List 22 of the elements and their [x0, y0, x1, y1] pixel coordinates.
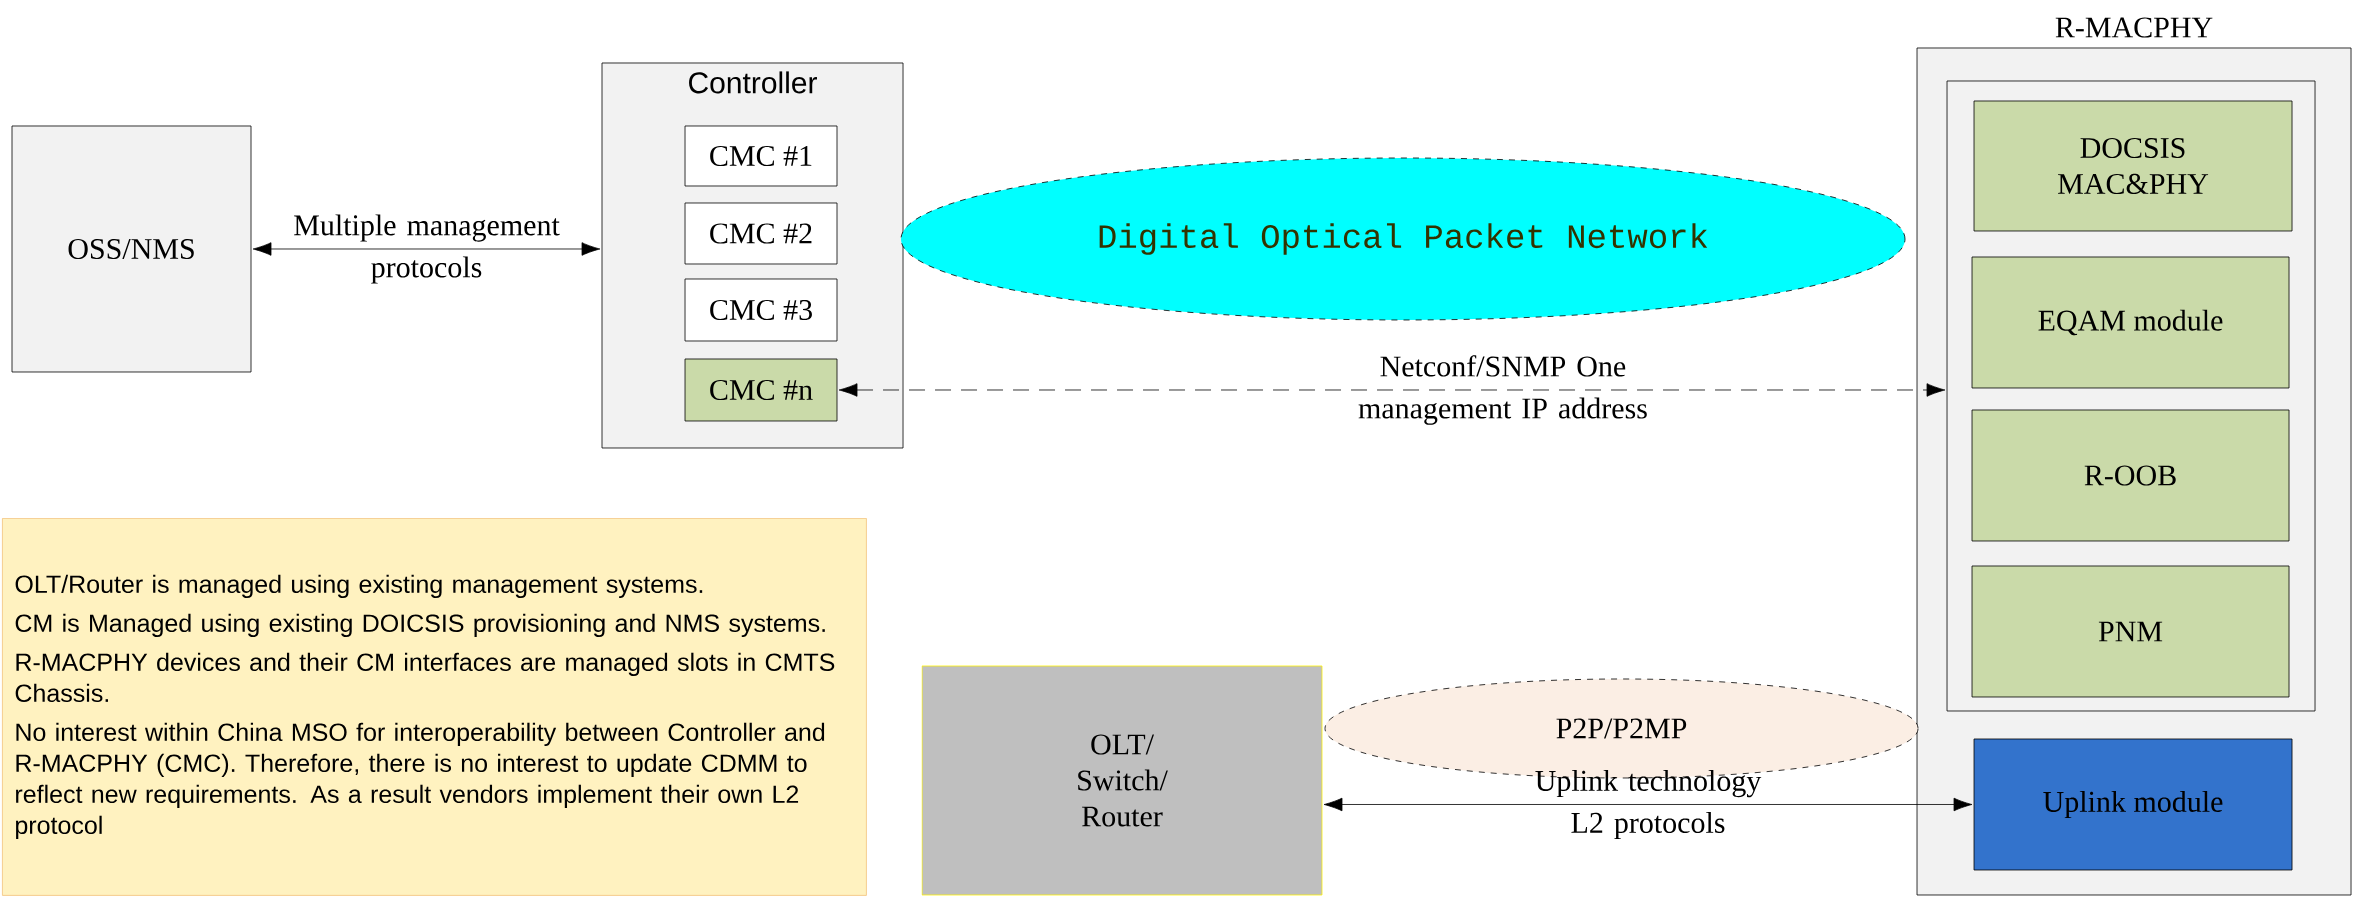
node-label: R-MACPHY	[2055, 17, 2213, 38]
arrow	[252, 242, 601, 256]
module-box: CMC #2	[684, 202, 838, 265]
module-box: CMC #1	[684, 125, 838, 187]
module-box: DOCSIS MAC&PHY	[1973, 100, 2293, 232]
note-text: CM is Managed using existing DOICSIS provisioning and NMS systems.	[15, 613, 825, 638]
note-text: No interest within China MSO for interoperability between Controller and R-MACPHY (CMC). Therefore, there is no interest to update CDMM to reflect new requirements. As a result vendors implement their own L2 protocol	[16, 722, 825, 840]
switch-box: OLT/ Switch/ Router	[921, 665, 1323, 896]
system-box: OSS/NMS	[11, 125, 252, 373]
edge-label: Multiple management protocols	[294, 214, 560, 284]
note-text: OLT/Router is managed using existing management systems.	[15, 574, 703, 599]
arrow	[838, 383, 1946, 397]
module-box: R-OOB	[1971, 409, 2290, 542]
edge-label: Netconf/SNMP One management IP address	[1358, 355, 1647, 425]
module-box: CMC #3	[684, 278, 838, 342]
module-box: CMC #n	[684, 358, 838, 422]
module-box: PNM	[1971, 565, 2290, 698]
module-box: EQAM module	[1971, 256, 2290, 389]
note-text: R-MACPHY devices and their CM interfaces are managed slots in CMTS Chassis.	[15, 652, 835, 703]
arrow	[1323, 797, 1973, 812]
module-box: Uplink module	[1973, 738, 2293, 871]
note-box	[2, 518, 867, 896]
